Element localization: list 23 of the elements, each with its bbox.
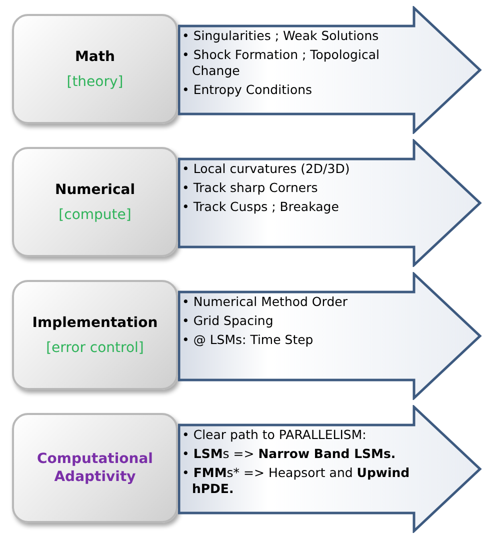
bullet-text: • @ LSMs: Time Step [182,332,314,348]
rounded-box [12,413,178,523]
subheading-text: [compute] [58,207,132,223]
bullet-text: • Track Cusps ; Breakage [182,199,340,215]
rounded-box [12,147,178,257]
rounded-box [12,280,178,390]
heading-text: Math [74,48,116,66]
bullet-text: • Local curvatures (2D/3D) [182,161,351,177]
bullet-text: • Entropy Conditions [182,82,314,98]
bullet-text: • Numerical Method Order [182,294,348,310]
bullet-text: • FMMs* => Heapsort and Upwind hPDE. [182,465,411,497]
bullet-text: • Shock Formation ; Topological Change [182,47,380,79]
heading-text: Implementation [31,314,159,332]
bullet-text: • Clear path to PARALLELISM: [182,427,368,443]
bullet-text: • Singularities ; Weak Solutions [182,28,380,44]
heading-text: Numerical [54,181,136,199]
bullet-text: • Grid Spacing [182,313,274,329]
rounded-box [12,14,178,124]
bullet-text: • Track sharp Corners [182,180,319,196]
subheading-text: [theory] [66,74,124,90]
subheading-text: [error control] [46,340,144,356]
heading-text: Computational Adaptivity [36,450,154,486]
bullet-text: • LSMs => Narrow Band LSMs. [182,446,397,462]
